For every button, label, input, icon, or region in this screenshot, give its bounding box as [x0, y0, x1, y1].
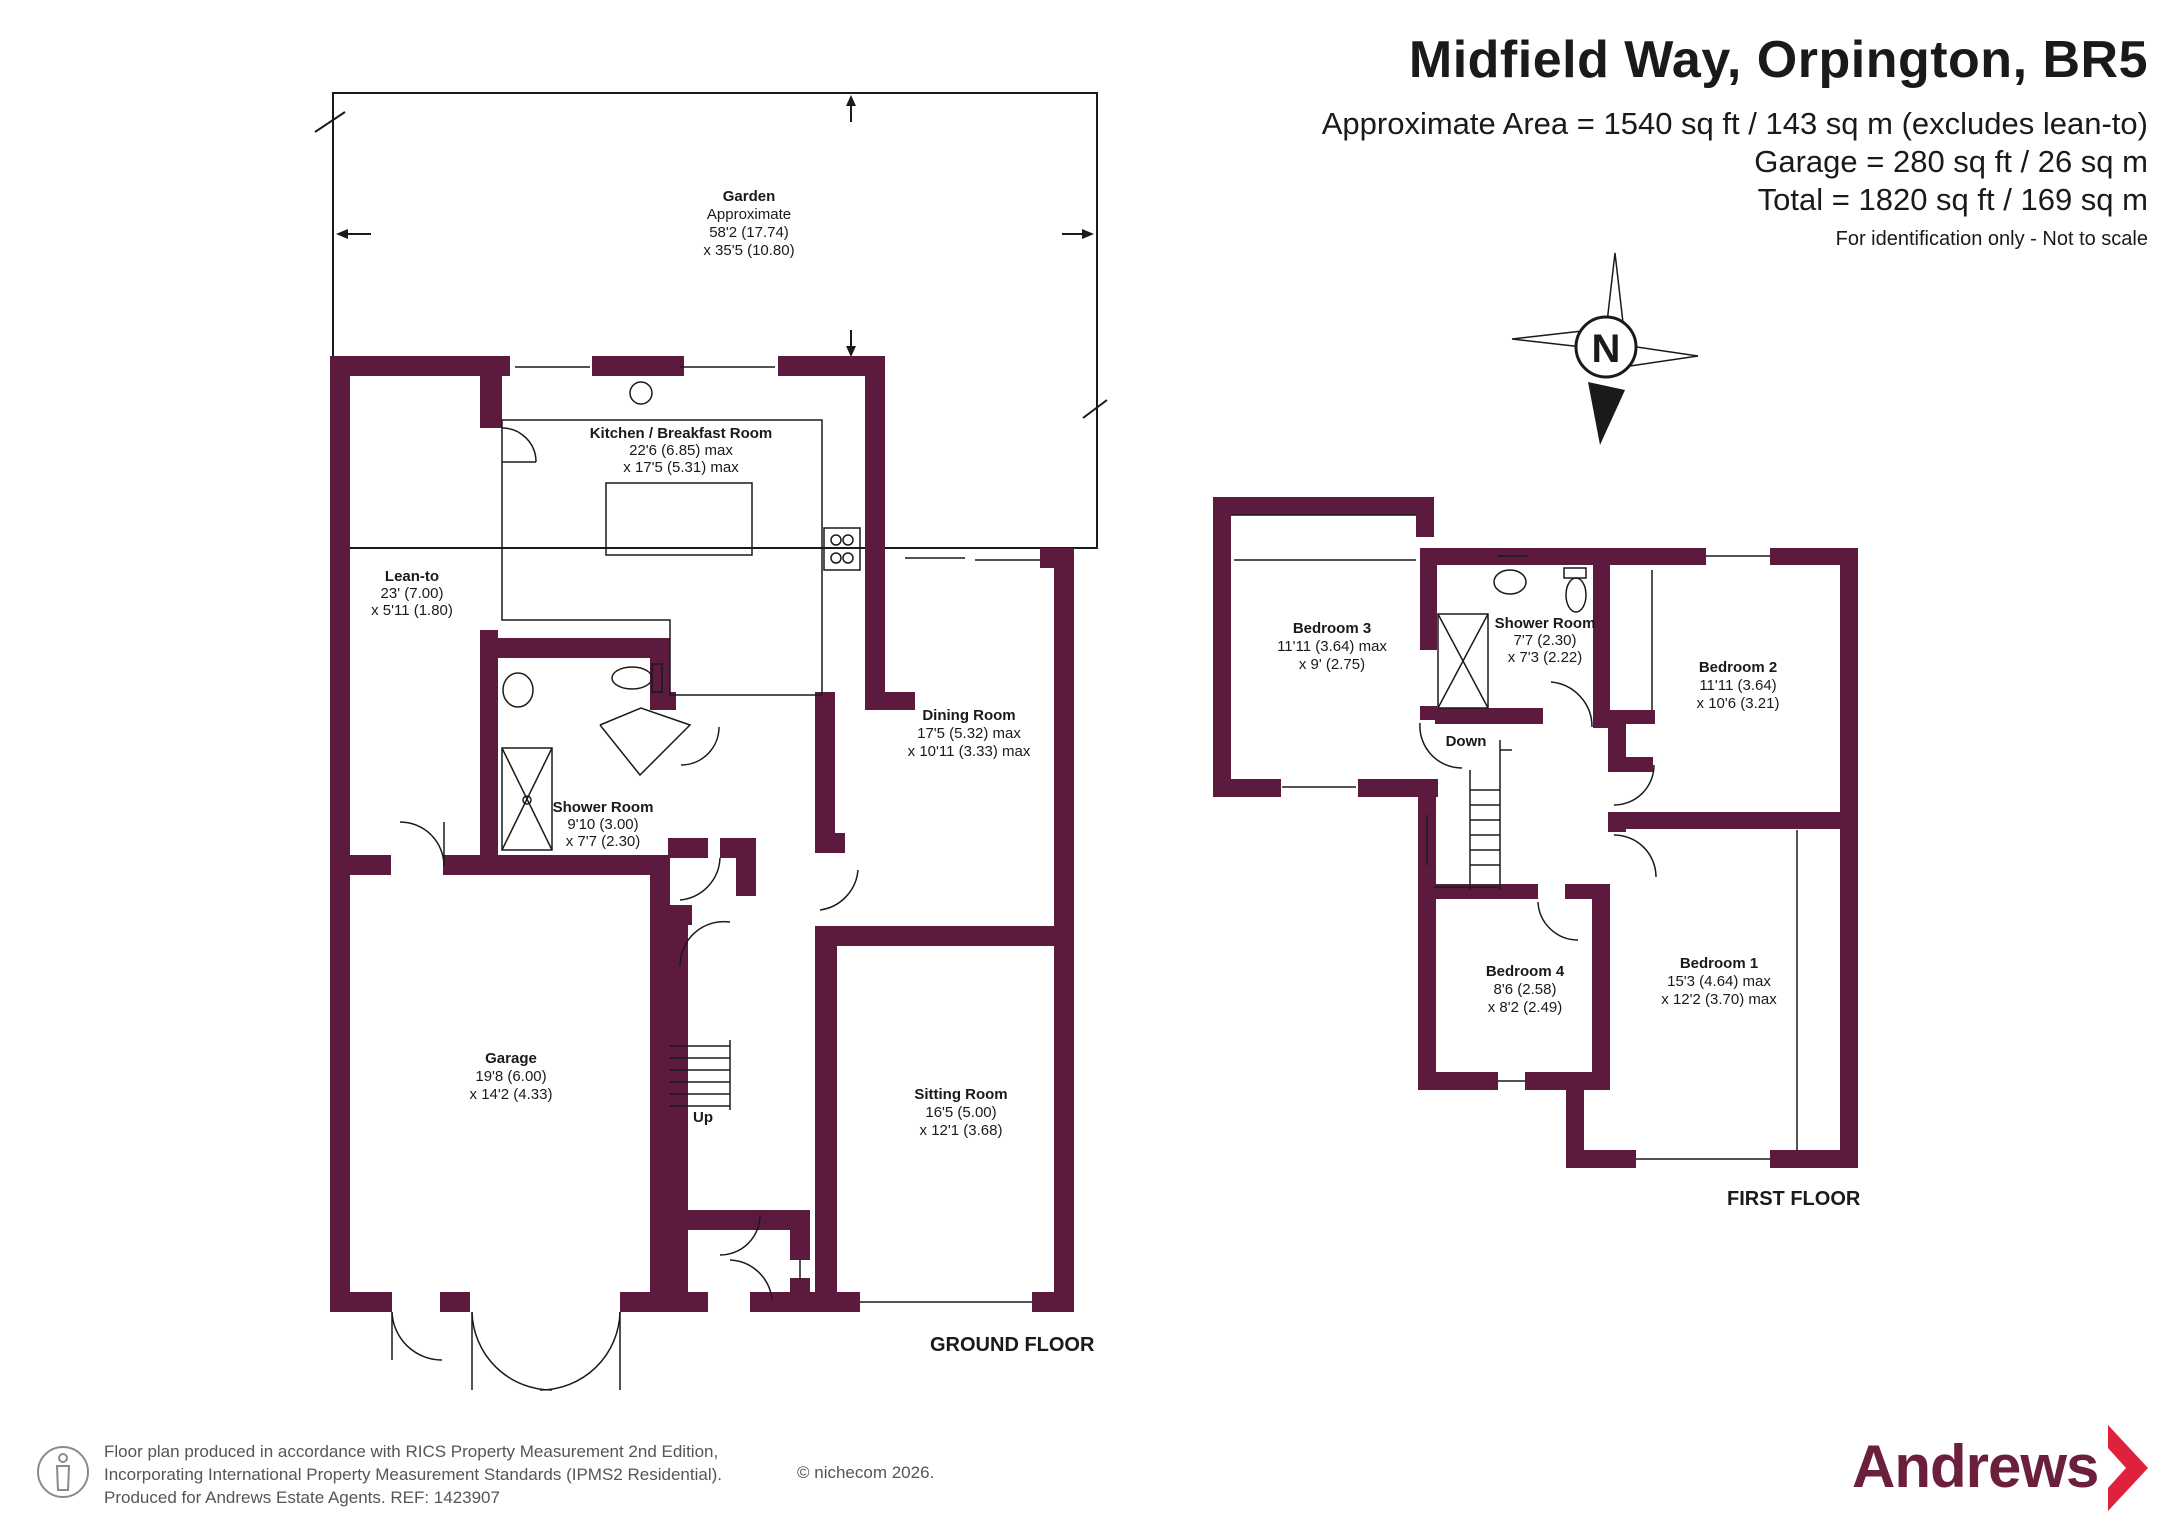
first-floor-shower-dim2: x 7'3 (2.22): [1508, 649, 1583, 666]
sitting-room-dim1: 16'5 (5.00): [925, 1104, 996, 1121]
garden-boundary: [332, 92, 1098, 549]
first-floor-label: FIRST FLOOR: [1727, 1188, 1861, 1210]
leanto-name: Lean-to: [385, 568, 439, 585]
garden-name: Garden: [723, 188, 776, 205]
compass-north-letter: N: [1592, 327, 1621, 371]
shower-room-name: Shower Room: [553, 799, 654, 816]
garden-dim1: 58'2 (17.74): [709, 224, 789, 241]
sink-icon: [629, 381, 653, 405]
shower-room-dim2: x 7'7 (2.30): [566, 833, 641, 850]
property-title: Midfield Way, Orpington, BR5: [1408, 31, 2148, 89]
total-area: Total = 1820 sq ft / 169 sq m: [1757, 182, 2148, 217]
stairs-down-label: Down: [1446, 733, 1487, 750]
leanto-dim1: 23' (7.00): [381, 585, 444, 602]
garage-dim1: 19'8 (6.00): [475, 1068, 546, 1085]
compass-rose-icon: N: [1511, 252, 1699, 445]
bedroom-3-name: Bedroom 3: [1293, 620, 1371, 637]
identification-note: For identification only - Not to scale: [1835, 228, 2148, 250]
wc-icon: [611, 666, 653, 690]
footer-line-2: Incorporating International Property Mea…: [104, 1465, 722, 1484]
ground-floor-walls: [330, 356, 1074, 1312]
first-floor-shower-name: Shower Room: [1495, 615, 1596, 632]
hob-icon: [823, 527, 861, 571]
sitting-room-name: Sitting Room: [914, 1086, 1007, 1103]
bedroom-2-name: Bedroom 2: [1699, 659, 1777, 676]
dining-room-dim1: 17'5 (5.32) max: [917, 725, 1021, 742]
shower-room-dim1: 9'10 (3.00): [567, 816, 638, 833]
bedroom-2-dim2: x 10'6 (3.21): [1697, 695, 1780, 712]
garage-dim2: x 14'2 (4.33): [470, 1086, 553, 1103]
kitchen-name: Kitchen / Breakfast Room: [590, 425, 773, 442]
copyright: © nichecom 2026.: [797, 1463, 935, 1482]
bedroom-1-dim2: x 12'2 (3.70) max: [1661, 991, 1777, 1008]
footer-line-3: Produced for Andrews Estate Agents. REF:…: [104, 1488, 500, 1507]
stairs-up-icon: [670, 1040, 731, 1110]
garage-name: Garage: [485, 1050, 537, 1067]
kitchen-dim2: x 17'5 (5.31) max: [623, 459, 739, 476]
bedroom-4-name: Bedroom 4: [1486, 963, 1565, 980]
brand-logo: Andrews: [1852, 1433, 2099, 1500]
person-scale-icon: [37, 1446, 89, 1498]
footer-disclaimer: Floor plan produced in accordance with R…: [104, 1440, 722, 1509]
approximate-area: Approximate Area = 1540 sq ft / 143 sq m…: [1321, 106, 2148, 141]
sitting-room-dim2: x 12'1 (3.68): [920, 1122, 1003, 1139]
bedroom-3-dim2: x 9' (2.75): [1299, 656, 1365, 673]
stairs-down-icon: [1469, 740, 1512, 890]
dining-room-name: Dining Room: [922, 707, 1015, 724]
bedroom-1-dim1: 15'3 (4.64) max: [1667, 973, 1771, 990]
basin-icon: [502, 672, 534, 708]
first-floor-shower-tray-icon: [1437, 613, 1489, 709]
kitchen-island: [605, 482, 753, 556]
bedroom-1-name: Bedroom 1: [1680, 955, 1758, 972]
dining-room-dim2: x 10'11 (3.33) max: [908, 743, 1031, 760]
first-floor-walls: [1213, 497, 1858, 1168]
shower-tray-icon: [501, 747, 553, 851]
bedroom-3-dim1: 11'11 (3.64) max: [1277, 638, 1387, 655]
bedroom-4-dim1: 8'6 (2.58): [1494, 981, 1557, 998]
first-floor-shower-dim1: 7'7 (2.30): [1514, 632, 1577, 649]
first-floor-wc-icon: [1565, 577, 1587, 613]
footer-line-1: Floor plan produced in accordance with R…: [104, 1442, 719, 1461]
kitchen-dim1: 22'6 (6.85) max: [629, 442, 733, 459]
bedroom-4-dim2: x 8'2 (2.49): [1488, 999, 1563, 1016]
garage-area: Garage = 280 sq ft / 26 sq m: [1754, 144, 2148, 179]
brand-chevron-icon: [2108, 1425, 2148, 1511]
garden-dim2: x 35'5 (10.80): [703, 242, 794, 259]
ground-floor-label: GROUND FLOOR: [930, 1334, 1095, 1356]
bedroom-2-dim1: 11'11 (3.64): [1699, 677, 1776, 694]
stairs-up-label: Up: [693, 1109, 713, 1126]
first-floor-basin-icon: [1493, 569, 1527, 595]
leanto-dim2: x 5'11 (1.80): [371, 602, 453, 619]
garden-approx: Approximate: [707, 206, 791, 223]
